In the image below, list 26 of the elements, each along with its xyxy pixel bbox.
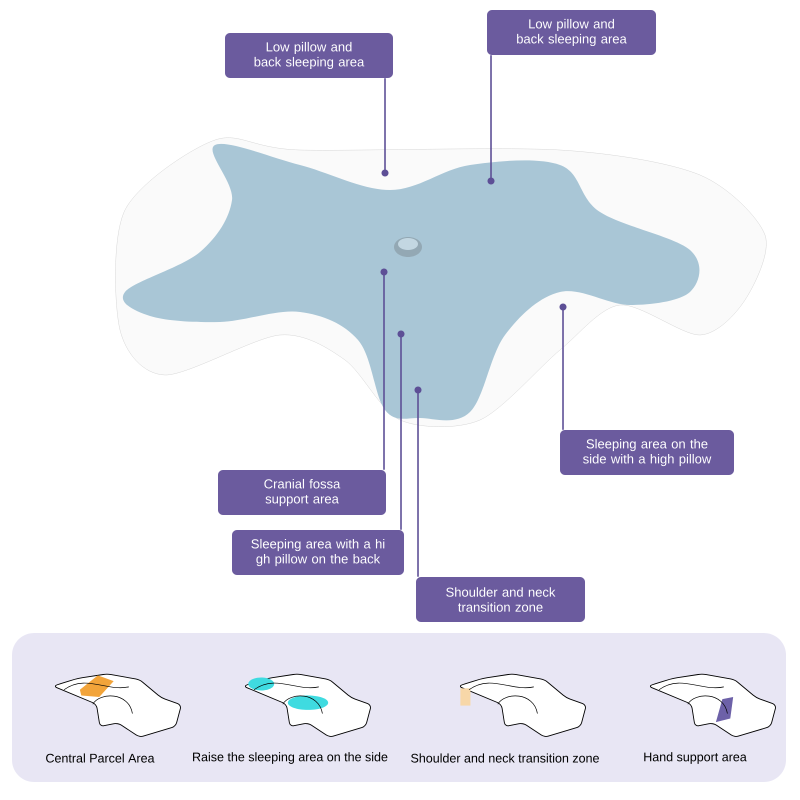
leader-line [417,390,419,577]
leader-line [400,334,402,530]
leader-line [384,78,386,173]
point-marker [398,330,404,338]
node-label: Hand support area [644,752,747,764]
node-label: Central Parcel Area [46,753,154,763]
pillow-icon-drawing [54,674,181,737]
callout-label: Low pillow and back sleeping area [487,10,656,55]
point-marker [382,170,388,176]
leader-line [562,307,564,430]
point-marker [560,304,566,310]
point-marker [380,268,388,276]
callout-label: Sleeping area on the side with a high pillow [560,430,734,475]
callout-label: Shoulder and neck transition zone [416,577,585,622]
node-label: Shoulder and neck transition zone [411,753,599,763]
callout-label: Sleeping area with a hi gh pillow on the back [232,530,404,575]
node-label: Raise the sleeping area on the side [193,752,388,764]
pillow-icon-drawing [244,674,371,737]
leader-line [383,272,385,470]
callout-label: Cranial fossa support area [218,470,386,515]
point-marker [414,386,422,394]
pillow-icon-drawing [460,674,586,737]
point-marker [488,178,494,184]
pillow-icon-drawing [650,674,776,737]
leader-line [490,55,492,181]
callout-label: Low pillow and back sleeping area [225,33,393,78]
